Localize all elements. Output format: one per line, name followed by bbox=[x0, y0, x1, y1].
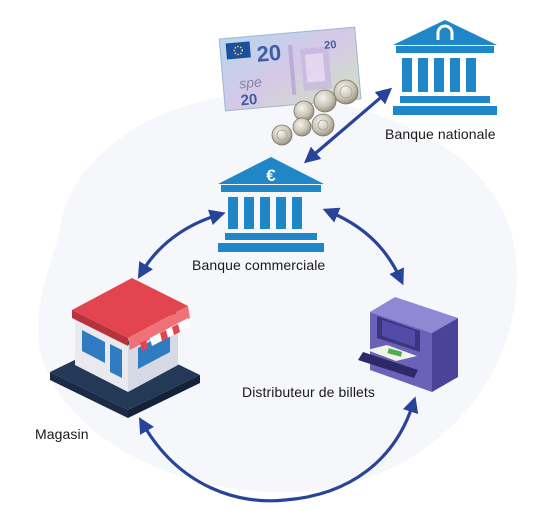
national-bank-icon bbox=[393, 20, 497, 115]
atm-label: Distributeur de billets bbox=[242, 384, 376, 400]
commercial-bank-label: Banque commerciale bbox=[192, 257, 326, 273]
arrows bbox=[137, 87, 419, 503]
svg-text:20: 20 bbox=[256, 40, 283, 67]
svg-text:€: € bbox=[266, 166, 276, 185]
arrow-shop-atm bbox=[138, 396, 419, 503]
svg-text:20: 20 bbox=[240, 91, 258, 109]
svg-text:spe: spe bbox=[238, 74, 262, 92]
national-bank-label: Banque nationale bbox=[385, 126, 496, 142]
arrow-commercial-atm bbox=[322, 207, 404, 286]
shop-icon bbox=[50, 278, 200, 418]
atm-icon bbox=[358, 297, 458, 392]
euro-bank-icon: € bbox=[218, 157, 324, 252]
shop-label: Magasin bbox=[35, 426, 89, 442]
arrow-national-commercial bbox=[303, 87, 393, 164]
arrow-commercial-shop bbox=[137, 209, 226, 279]
svg-text:20: 20 bbox=[324, 39, 337, 52]
